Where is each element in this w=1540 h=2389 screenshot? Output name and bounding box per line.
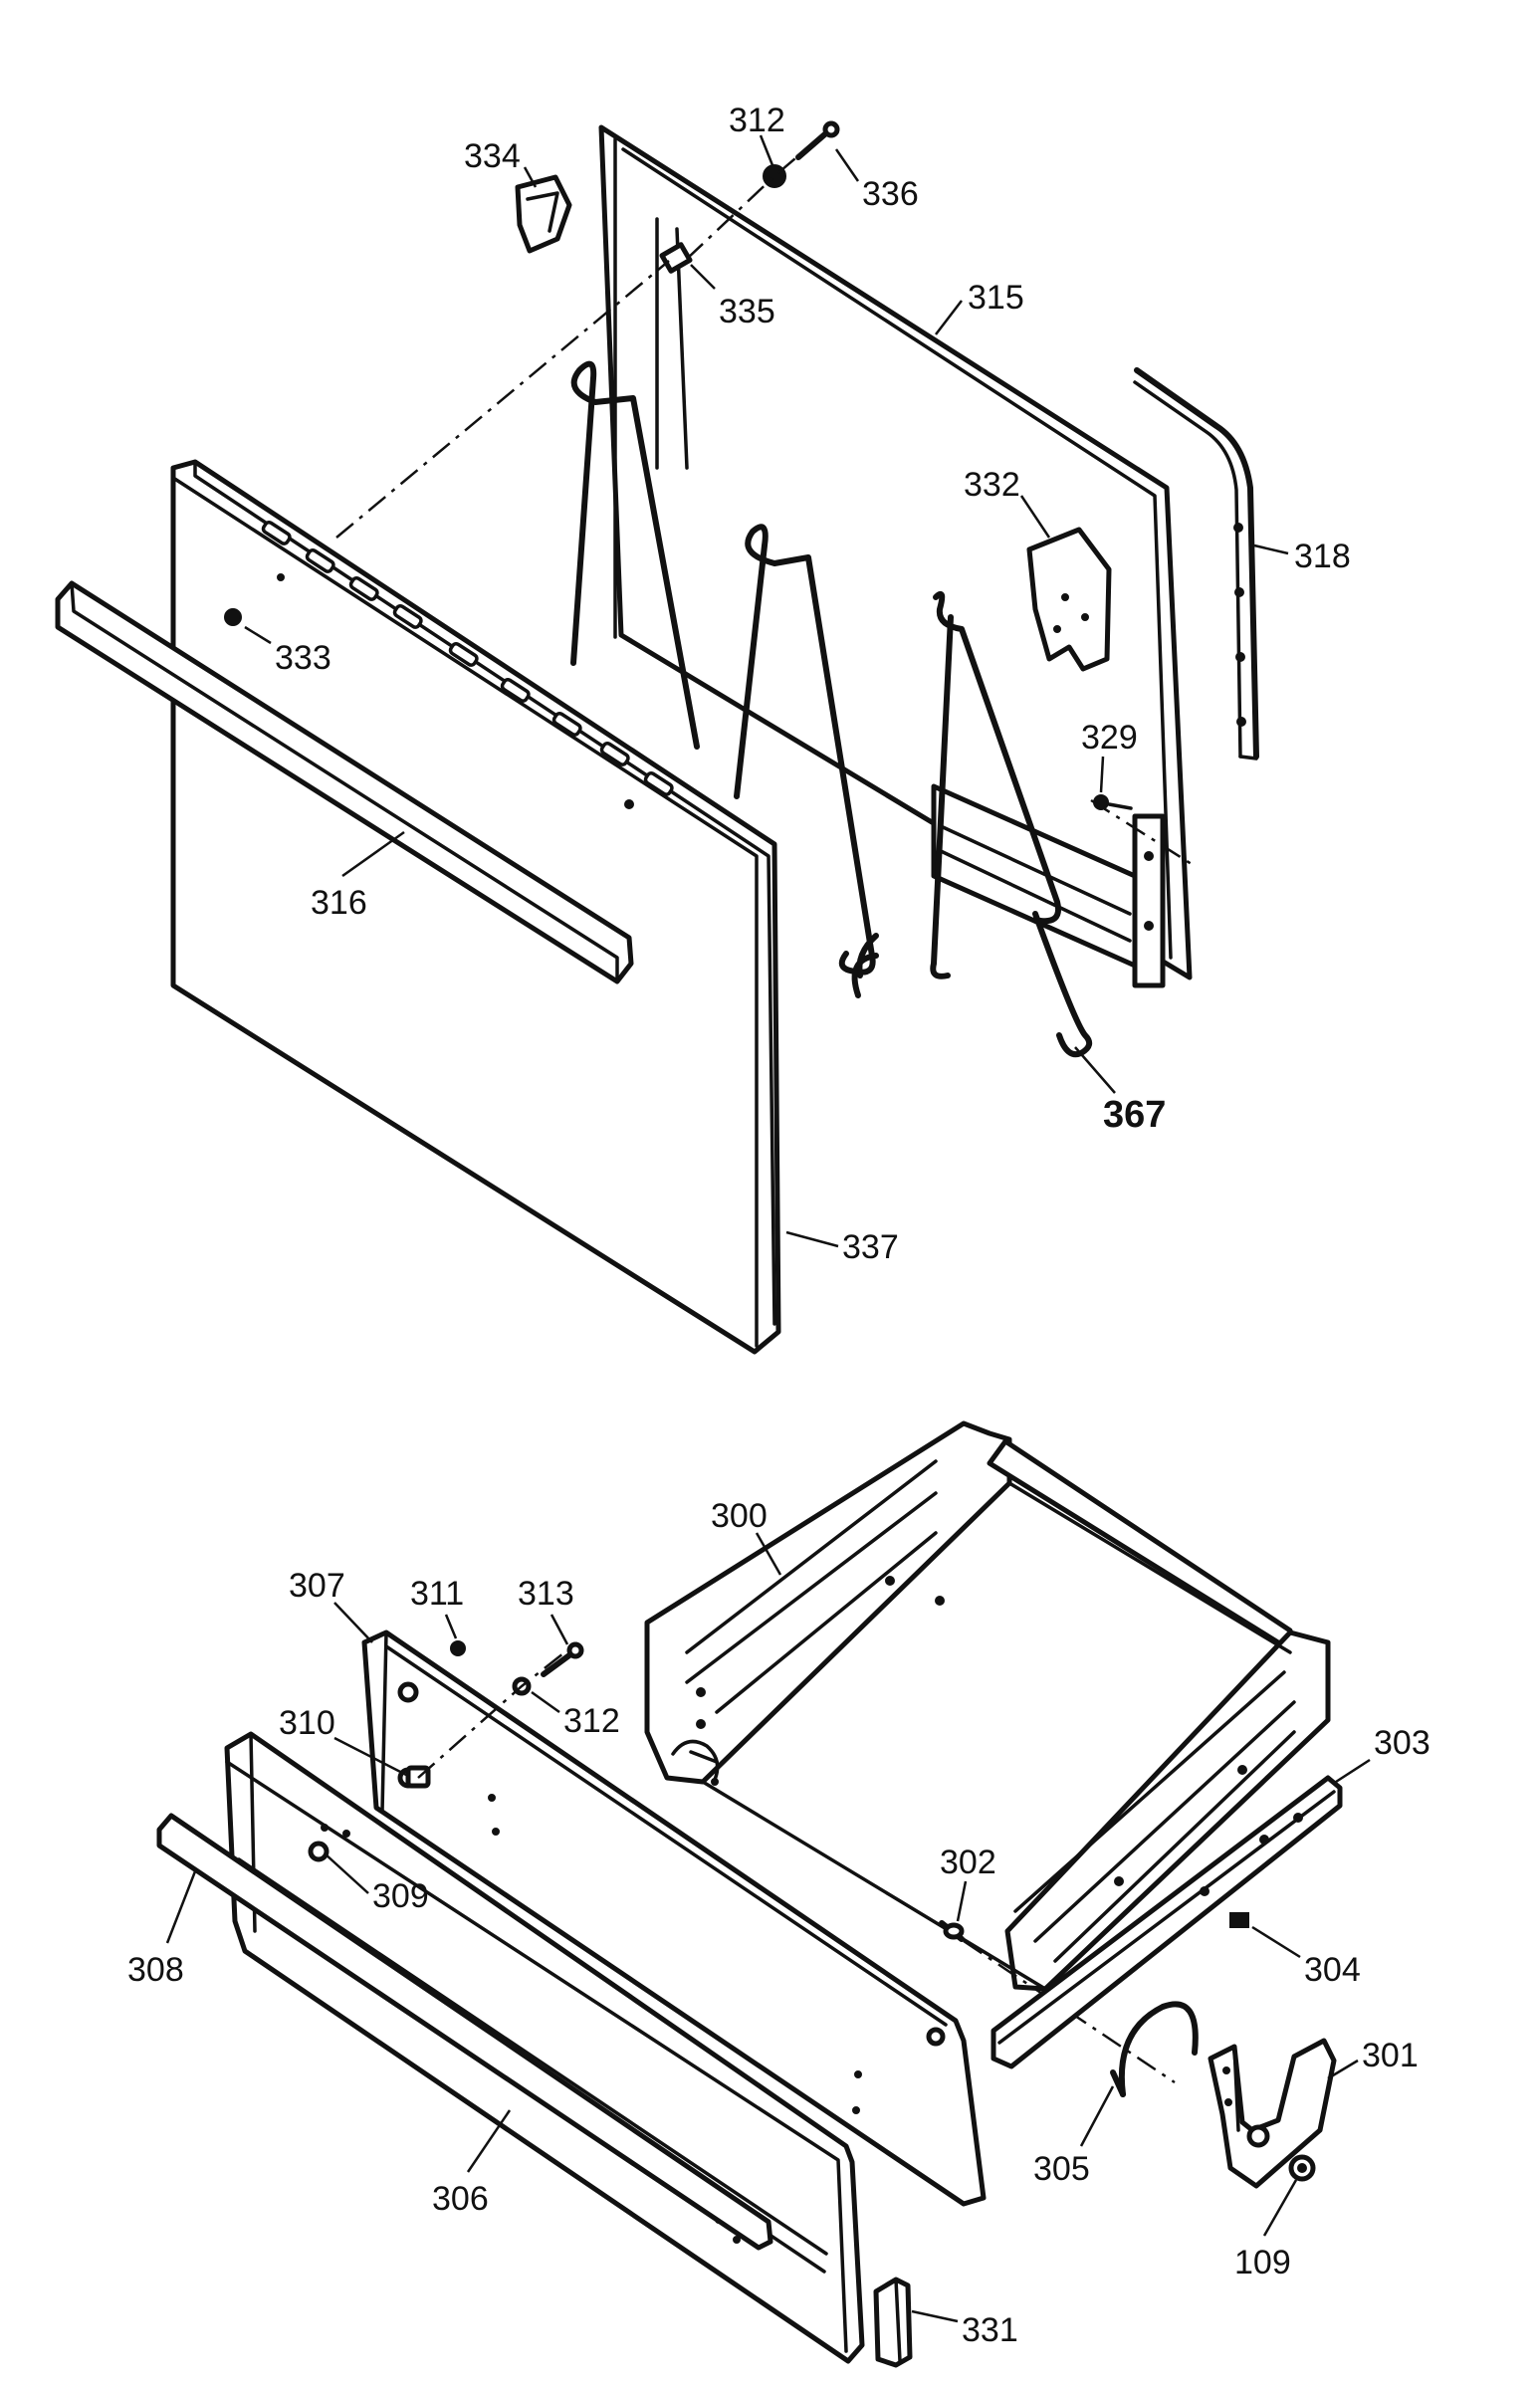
callout-309: 309 bbox=[372, 1877, 429, 1915]
stud-302 bbox=[939, 1920, 965, 1942]
callout-308: 308 bbox=[127, 1951, 184, 1989]
callout-334: 334 bbox=[464, 137, 521, 175]
bracket-301 bbox=[1208, 2038, 1337, 2189]
wire-brace-367 bbox=[570, 360, 1093, 1058]
callout-307: 307 bbox=[289, 1567, 345, 1605]
screw-313 bbox=[541, 1641, 584, 1677]
gasket-318 bbox=[1133, 367, 1259, 760]
callout-300: 300 bbox=[711, 1497, 768, 1535]
callout-301: 301 bbox=[1362, 2037, 1419, 2074]
insulation-332 bbox=[1026, 527, 1112, 672]
drawer-body-300 bbox=[644, 1420, 1331, 1992]
nut-109 bbox=[1288, 2154, 1316, 2182]
callout-337: 337 bbox=[842, 1228, 899, 1266]
callout-333: 333 bbox=[275, 639, 331, 677]
callout-311: 311 bbox=[410, 1575, 464, 1613]
callout-302: 302 bbox=[940, 1844, 996, 1881]
callout-316: 316 bbox=[311, 884, 367, 922]
callout-303: 303 bbox=[1374, 1724, 1430, 1762]
callout-310: 310 bbox=[279, 1704, 335, 1742]
drawer-handle-308 bbox=[156, 1813, 773, 2251]
callout-329: 329 bbox=[1081, 719, 1138, 757]
door-handle-316 bbox=[55, 580, 634, 984]
clip-334 bbox=[515, 174, 572, 254]
drawer-slide-303 bbox=[990, 1775, 1343, 2069]
callout-313: 313 bbox=[518, 1575, 574, 1613]
screw-333 bbox=[224, 608, 242, 626]
nut-311 bbox=[450, 1640, 466, 1656]
callout-331: 331 bbox=[962, 2311, 1018, 2349]
callout-318: 318 bbox=[1294, 538, 1351, 575]
callout-306: 306 bbox=[432, 2180, 489, 2218]
clip-331 bbox=[873, 2277, 913, 2368]
callout-315: 315 bbox=[968, 279, 1024, 317]
callout-109: 109 bbox=[1234, 2244, 1291, 2281]
callout-312-lower: 312 bbox=[563, 1702, 620, 1740]
callout-336: 336 bbox=[862, 175, 919, 213]
callout-304: 304 bbox=[1304, 1951, 1361, 1989]
outer-door-panel bbox=[170, 459, 781, 1355]
callout-335: 335 bbox=[719, 293, 775, 330]
callout-367: 367 bbox=[1103, 1094, 1166, 1136]
spring-ring-305 bbox=[1110, 2001, 1199, 2097]
leader-lines bbox=[165, 134, 1371, 2323]
callout-305: 305 bbox=[1033, 2150, 1090, 2188]
callout-332: 332 bbox=[964, 466, 1020, 504]
clip-304 bbox=[1229, 1912, 1249, 1928]
door-hinge-channel bbox=[931, 783, 1166, 988]
callout-312-top: 312 bbox=[729, 102, 785, 139]
